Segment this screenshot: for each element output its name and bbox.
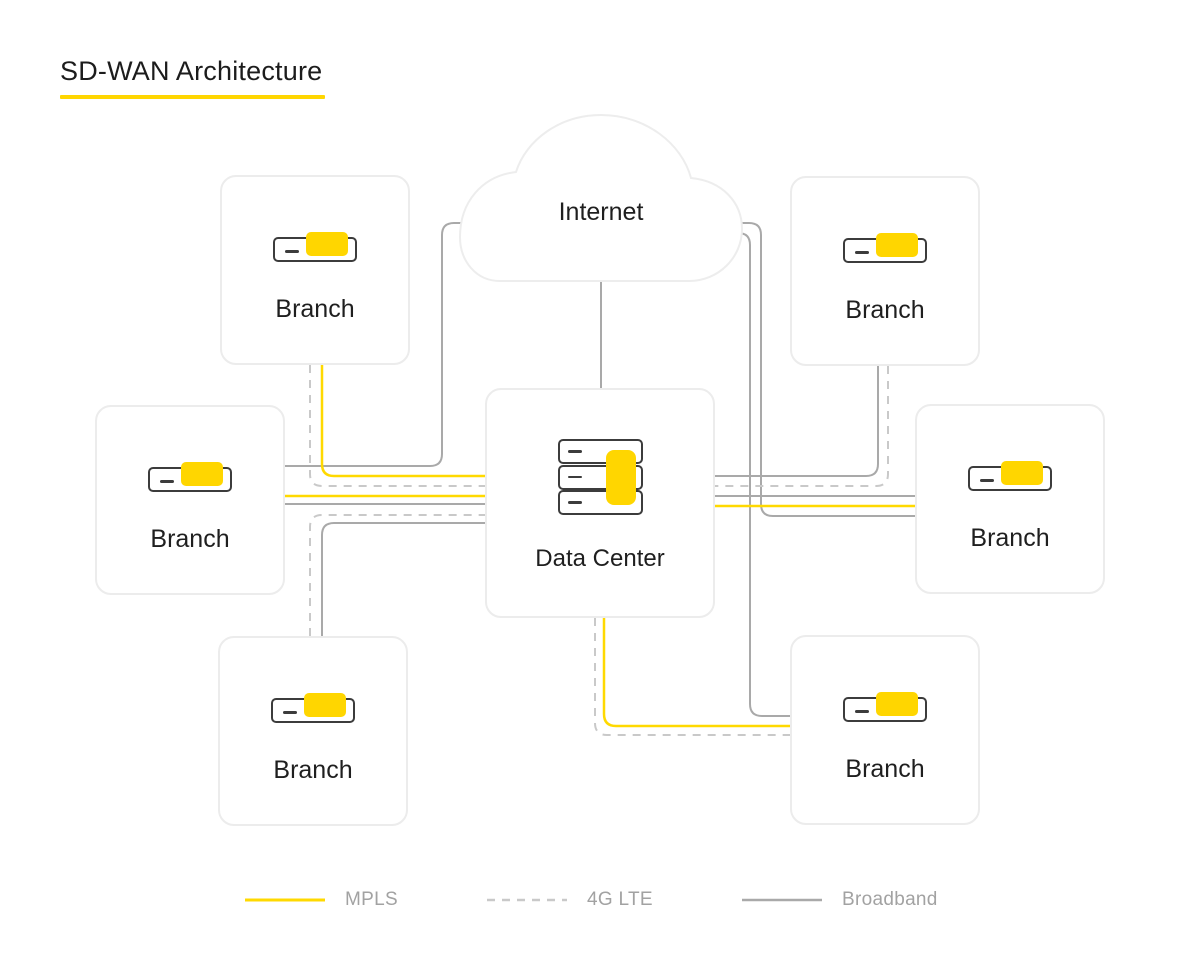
datacenter-label: Data Center [535, 545, 665, 572]
branch-node-top-left: Branch [220, 175, 410, 365]
4g-lte-line-swatch [487, 898, 567, 902]
router-led-dash [855, 251, 869, 254]
router-led-dash [980, 479, 994, 482]
branch-node-mid-left: Branch [95, 405, 285, 595]
page-title-block: SD-WAN Architecture [60, 56, 325, 99]
router-icon [273, 232, 357, 262]
legend-label-4g-lte: 4G LTE [587, 889, 653, 910]
mpls-links [285, 365, 915, 728]
router-led-dash [285, 250, 299, 253]
router-led-dash [160, 480, 174, 483]
server-icon [557, 439, 643, 515]
branch-label: Branch [275, 295, 355, 323]
router-icon [843, 692, 927, 722]
legend-label-mpls: MPLS [345, 889, 398, 910]
server-led-dash [567, 450, 582, 453]
router-led-dash [283, 711, 297, 714]
branch-node-bottom-left: Branch [218, 636, 408, 826]
router-led-dash [855, 710, 869, 713]
router-highlight-chip [304, 693, 346, 717]
router-icon [271, 693, 355, 723]
link-branch-bottom-left-datacenter-4g [309, 514, 485, 636]
router-icon [968, 461, 1052, 491]
link-branch-bottom-right-datacenter-mpls [602, 618, 790, 728]
link-branch-top-left-datacenter-mpls [320, 365, 485, 478]
link-branch-bottom-right-datacenter-4g [594, 618, 790, 736]
server-led-dash [567, 475, 582, 478]
cloud-icon [458, 113, 744, 282]
broadband-links [285, 222, 915, 717]
router-icon [148, 462, 232, 492]
branch-label: Branch [150, 525, 230, 553]
branch-label: Branch [970, 524, 1050, 552]
title-underline [60, 95, 325, 99]
branch-label: Branch [273, 756, 353, 784]
legend-item-mpls: MPLS [245, 889, 398, 911]
link-branch-top-right-datacenter-4g [715, 366, 889, 487]
router-highlight-chip [876, 233, 918, 257]
link-branch-bottom-right-internet-broadband [727, 232, 790, 717]
legend-item-broadband: Broadband [742, 889, 938, 911]
link-branch-mid-right-internet-broadband [727, 222, 915, 517]
branch-label: Branch [845, 296, 925, 324]
link-branch-mid-left-internet-broadband [285, 222, 475, 467]
branch-node-mid-right: Branch [915, 404, 1105, 594]
branch-node-top-right: Branch [790, 176, 980, 366]
branch-label: Branch [845, 755, 925, 783]
link-branch-top-left-datacenter-4g [309, 365, 485, 487]
mpls-line-swatch [245, 898, 325, 902]
router-highlight-chip [181, 462, 223, 486]
legend-label-broadband: Broadband [842, 889, 938, 910]
internet-label: Internet [558, 198, 644, 226]
link-branch-top-right-datacenter-broadband [715, 366, 879, 477]
router-icon [843, 233, 927, 263]
server-led-dash [567, 501, 582, 504]
link-branch-bottom-left-datacenter-broadband [321, 522, 485, 636]
page-title: SD-WAN Architecture [60, 56, 323, 86]
router-highlight-chip [306, 232, 348, 256]
lte-links [309, 365, 889, 736]
legend-item-4g-lte: 4G LTE [487, 889, 653, 911]
datacenter-node: Data Center [485, 388, 715, 618]
branch-node-bottom-right: Branch [790, 635, 980, 825]
broadband-line-swatch [742, 898, 822, 902]
router-highlight-chip [1001, 461, 1043, 485]
router-highlight-chip [876, 692, 918, 716]
server-highlight-chip [605, 450, 636, 505]
